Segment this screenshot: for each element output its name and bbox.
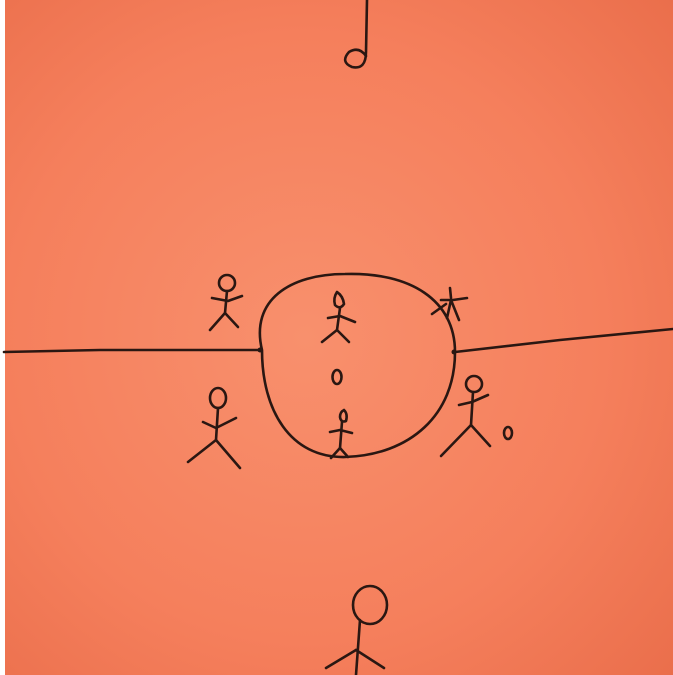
- line-right: [453, 327, 673, 354]
- circle-join-left: [257, 347, 263, 353]
- stick-figure-center-top: [320, 290, 357, 344]
- stick-figure-center-bottom: [328, 408, 354, 460]
- ball-right: [502, 425, 514, 441]
- stick-figure-right: [439, 374, 492, 458]
- line-left: [2, 348, 260, 354]
- left-border: [0, 0, 5, 675]
- paper-background: [4, 0, 673, 675]
- center-ball: [331, 368, 343, 386]
- stick-figure-top-left: [208, 273, 244, 332]
- stick-figure-bottom: [324, 584, 389, 675]
- hook-stroke: [343, 0, 369, 69]
- stick-figure-top-right: [430, 286, 469, 322]
- circle-join-right: [451, 349, 457, 355]
- stick-figure-bottom-left: [186, 386, 242, 470]
